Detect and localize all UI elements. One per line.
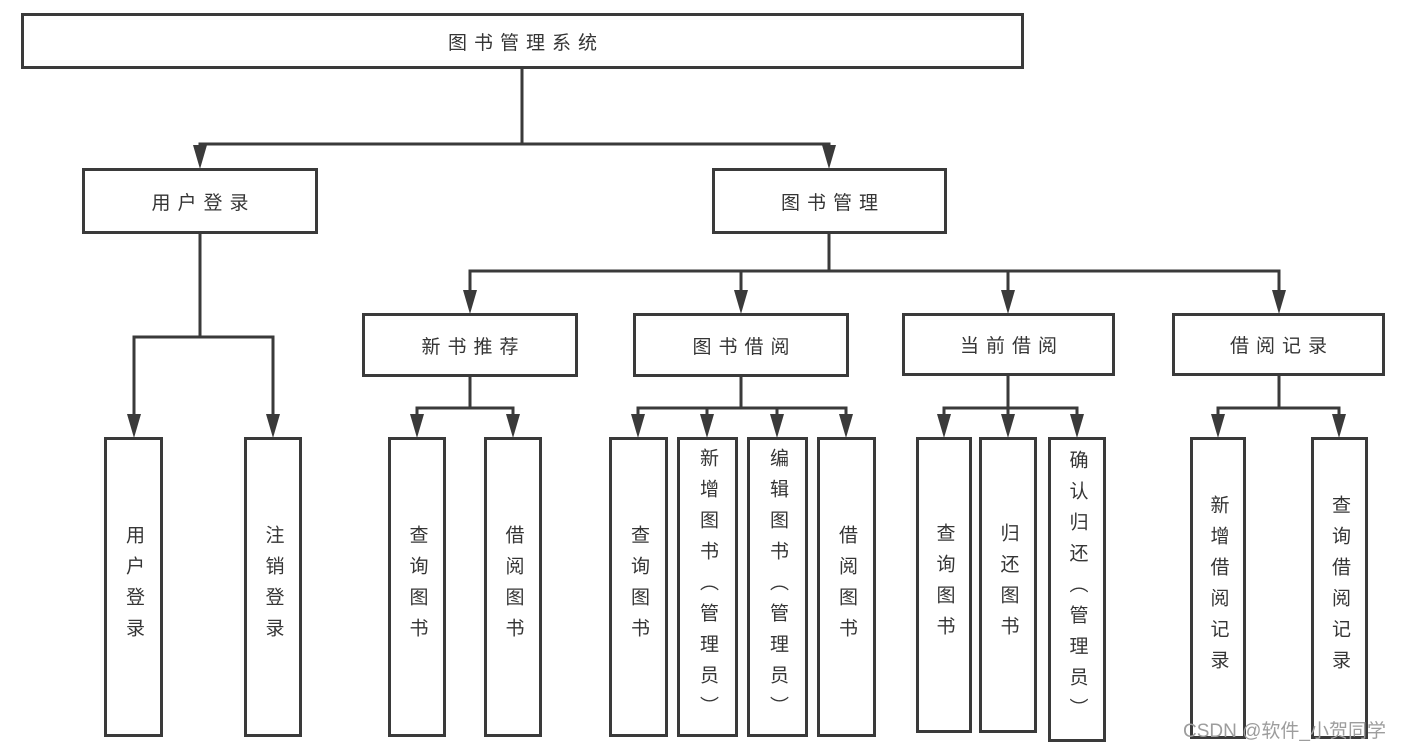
node-current-borrow: 当前借阅 <box>902 313 1115 376</box>
arrowhead <box>1332 414 1346 438</box>
leaf-add-book-admin: 新增图书（管理员） <box>677 437 738 737</box>
node-label: 图书管理 <box>780 192 885 214</box>
node-label: 当前借阅 <box>959 336 1064 357</box>
leaf-logout: 注销登录 <box>244 437 302 737</box>
leaf-borrow-query-book: 查询图书 <box>609 437 668 737</box>
arrowhead <box>1001 414 1015 438</box>
arrowhead <box>266 414 280 438</box>
node-label: 用户登录 <box>151 192 256 214</box>
node-label: 新增借阅记录 <box>1207 495 1229 681</box>
node-label: 新书推荐 <box>421 336 526 358</box>
leaf-edit-book-admin: 编辑图书（管理员） <box>747 437 808 737</box>
node-root-system: 图书管理系统 <box>21 13 1024 69</box>
node-label: 图书借阅 <box>692 336 797 358</box>
arrowhead <box>839 414 853 438</box>
arrowhead <box>410 414 424 438</box>
node-label: 新增图书（管理员） <box>697 447 718 727</box>
arrowhead <box>1070 414 1084 438</box>
node-new-book-recommend: 新书推荐 <box>362 313 578 377</box>
arrowhead <box>734 290 748 314</box>
leaf-borrow-book: 借阅图书 <box>817 437 876 737</box>
arrowhead <box>463 290 477 314</box>
node-label: 编辑图书（管理员） <box>767 447 788 727</box>
node-label: 借阅图书 <box>502 525 524 649</box>
node-label: 用户登录 <box>123 525 144 649</box>
node-book-borrow: 图书借阅 <box>633 313 849 377</box>
arrowhead <box>937 414 951 438</box>
arrowhead <box>770 414 784 438</box>
node-label: 查询图书 <box>933 523 955 647</box>
node-borrow-records: 借阅记录 <box>1172 313 1385 376</box>
leaf-current-query-book: 查询图书 <box>916 437 972 733</box>
arrowhead <box>631 414 645 438</box>
arrowhead <box>506 414 520 438</box>
arrowhead <box>822 145 836 169</box>
node-label: 归还图书 <box>997 523 1019 647</box>
csdn-watermark: CSDN @软件_小贺同学 <box>1183 721 1386 742</box>
node-label: 确认归还（管理员） <box>1066 450 1088 729</box>
leaf-query-borrow-record: 查询借阅记录 <box>1311 437 1368 739</box>
node-label: 查询图书 <box>628 525 649 649</box>
arrowhead <box>1272 290 1286 314</box>
node-label: 图书管理系统 <box>447 32 604 54</box>
node-label: 借阅图书 <box>836 525 857 649</box>
leaf-return-book: 归还图书 <box>979 437 1037 733</box>
node-book-management: 图书管理 <box>712 168 947 234</box>
leaf-recommend-query-book: 查询图书 <box>388 437 446 737</box>
node-label: 查询借阅记录 <box>1329 495 1350 681</box>
node-user-login: 用户登录 <box>82 168 318 234</box>
arrowhead <box>127 414 141 438</box>
node-label: 借阅记录 <box>1229 336 1334 357</box>
leaf-user-login: 用户登录 <box>104 437 163 737</box>
arrowhead <box>700 414 714 438</box>
leaf-recommend-borrow-book: 借阅图书 <box>484 437 542 737</box>
node-label: 注销登录 <box>262 525 284 649</box>
arrowhead <box>1001 290 1015 314</box>
leaf-confirm-return-admin: 确认归还（管理员） <box>1048 437 1106 742</box>
leaf-add-borrow-record: 新增借阅记录 <box>1190 437 1246 739</box>
arrowhead <box>1211 414 1225 438</box>
node-label: 查询图书 <box>406 525 428 649</box>
arrowhead <box>193 145 207 169</box>
